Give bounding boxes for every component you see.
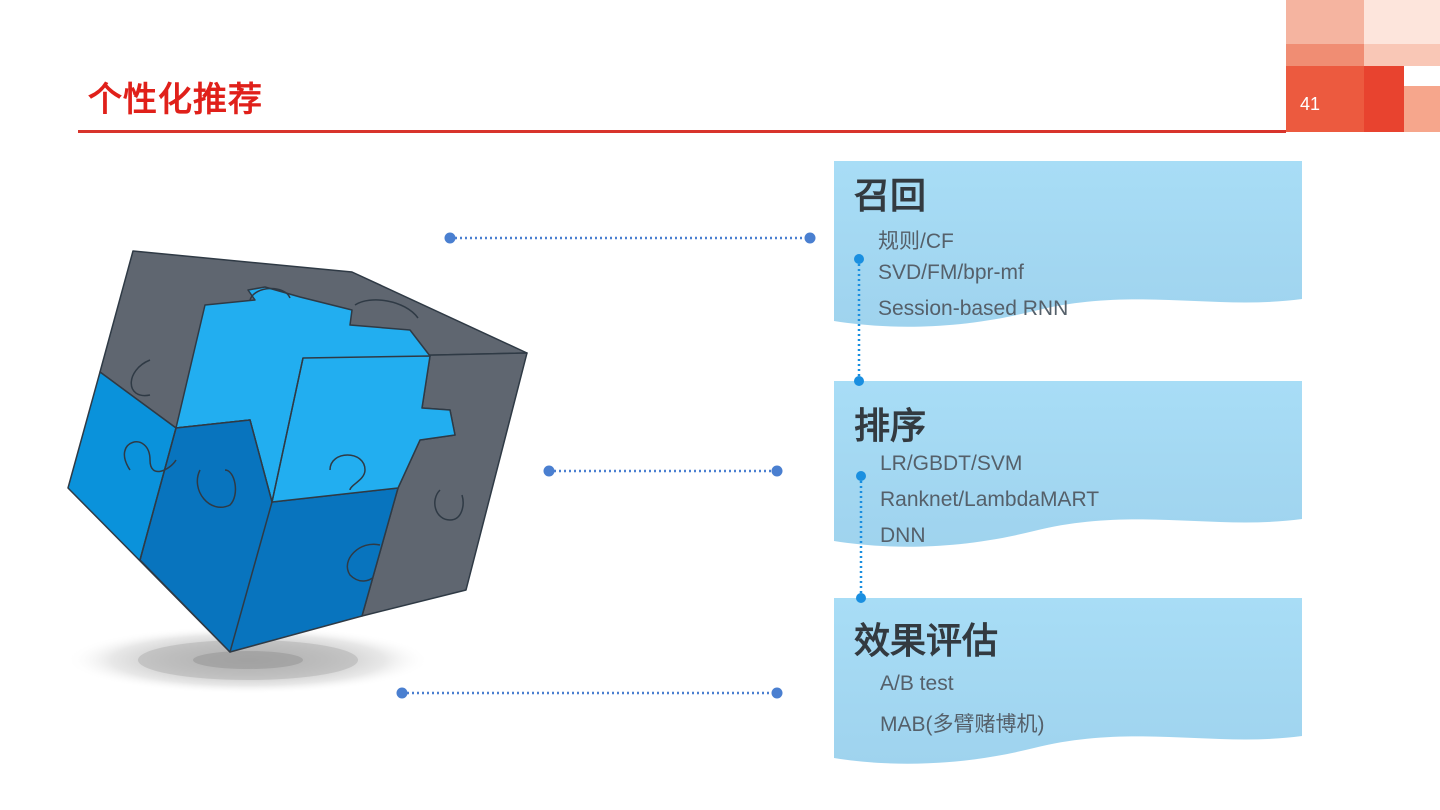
card-recall-title: 召回 — [854, 176, 927, 217]
card-recall-item: Session-based RNN — [878, 297, 1069, 320]
corner-decoration — [1286, 0, 1440, 132]
card-ranking-item: LR/GBDT/SVM — [880, 452, 1023, 475]
card-evaluation: 效果评估 A/B test MAB(多臂赌博机) — [834, 598, 1302, 778]
cube-piece-dark — [139, 419, 399, 653]
card-ranking-item: Ranknet/LambdaMART — [880, 488, 1100, 511]
card-recall-item: 规则/CF — [878, 230, 954, 253]
slide-title: 个性化推荐 — [88, 80, 263, 120]
card-evaluation-item: A/B test — [880, 672, 954, 695]
card-evaluation-background — [834, 598, 1302, 764]
page-number: 41 — [1300, 94, 1321, 114]
card-recall: 召回 规则/CF SVD/FM/bpr-mf Session-based RNN — [834, 161, 1302, 341]
card-recall-background — [834, 161, 1302, 327]
card-evaluation-item: MAB(多臂赌博机) — [880, 713, 1045, 736]
card-ranking: 排序 LR/GBDT/SVM Ranknet/LambdaMART DNN — [834, 381, 1302, 561]
card-recall-item: SVD/FM/bpr-mf — [878, 261, 1024, 284]
card-ranking-item: DNN — [880, 524, 926, 547]
card-ranking-title: 排序 — [854, 406, 927, 447]
card-ranking-background — [834, 381, 1302, 547]
title-underline — [78, 130, 1286, 133]
card-evaluation-title: 效果评估 — [854, 621, 999, 662]
